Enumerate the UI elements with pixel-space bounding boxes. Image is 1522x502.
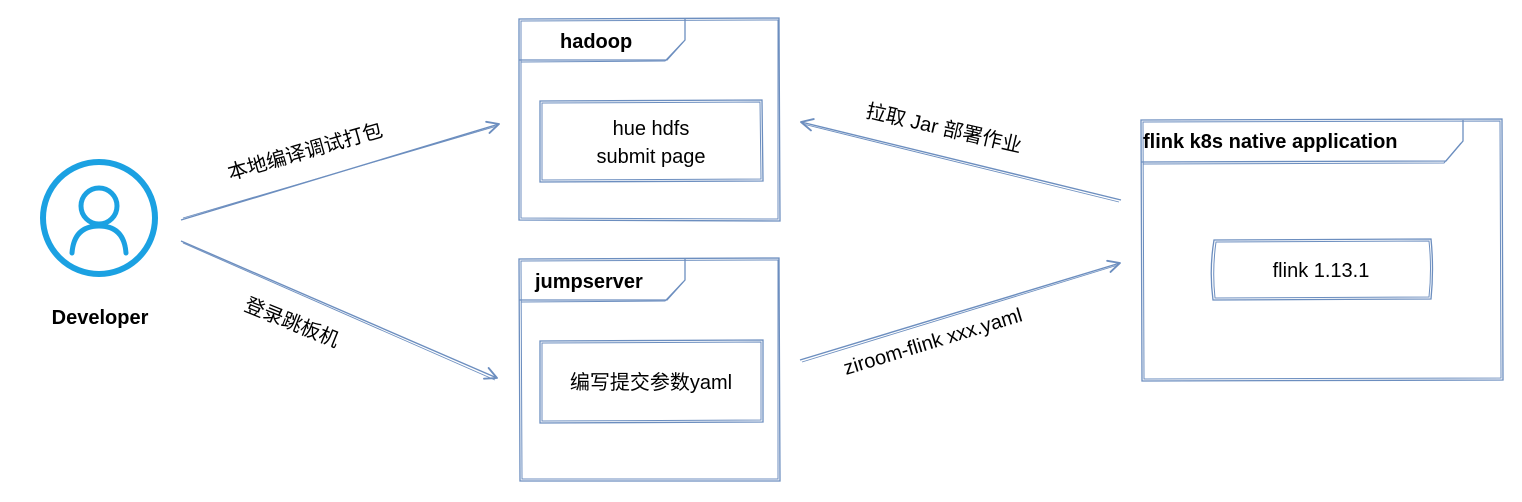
developer-label: Developer xyxy=(52,307,149,329)
flink-version-box: flink 1.13.1 xyxy=(1210,238,1434,301)
edge-jumpserver-to-flink-label: ziroom-flink xxx.yaml xyxy=(841,304,1025,379)
yaml-params-box: 编写提交参数yaml xyxy=(539,339,764,424)
jumpserver-frame: jumpserver 编写提交参数yaml xyxy=(518,257,781,482)
jumpserver-frame-title: jumpserver xyxy=(534,271,643,293)
flink-frame: flink k8s native application flink 1.13.… xyxy=(1140,118,1504,382)
user-icon xyxy=(40,159,158,277)
hadoop-frame-title: hadoop xyxy=(560,31,632,53)
edge-flink-to-hadoop: 拉取 Jar 部署作业 xyxy=(800,99,1122,203)
yaml-params-label: 编写提交参数yaml xyxy=(570,371,732,394)
flink-frame-title: flink k8s native application xyxy=(1143,131,1398,153)
edge-developer-to-hadoop: 本地编译调试打包 xyxy=(180,119,500,221)
edge-developer-to-jumpserver-label: 登录跳板机 xyxy=(241,293,342,352)
edge-developer-to-hadoop-label: 本地编译调试打包 xyxy=(225,119,385,185)
hue-hdfs-submit-line2: submit page xyxy=(597,146,706,168)
edge-developer-to-jumpserver: 登录跳板机 xyxy=(180,240,498,381)
developer-actor: Developer xyxy=(40,159,158,329)
hue-hdfs-submit-line1: hue hdfs xyxy=(613,118,690,140)
edge-flink-to-hadoop-label: 拉取 Jar 部署作业 xyxy=(864,99,1024,157)
hue-hdfs-submit-box: hue hdfs submit page xyxy=(539,99,764,183)
edge-jumpserver-to-flink: ziroom-flink xxx.yaml xyxy=(799,259,1121,380)
hadoop-frame: hadoop hue hdfs submit page xyxy=(518,17,781,222)
flink-version-label: flink 1.13.1 xyxy=(1273,260,1370,282)
